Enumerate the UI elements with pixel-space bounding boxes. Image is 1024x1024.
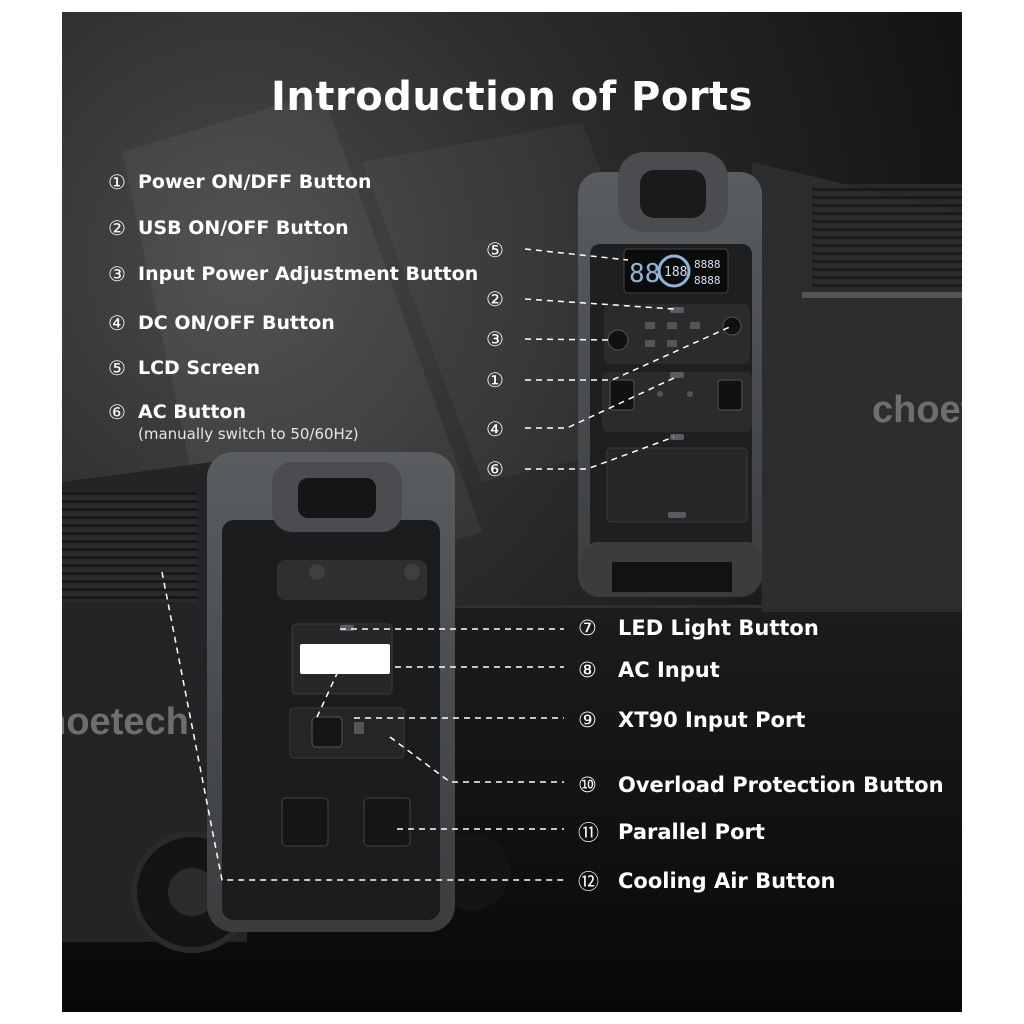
lcd-digits-right-bottom: 8888 bbox=[694, 274, 721, 287]
marker-input-power: ③ bbox=[486, 327, 504, 351]
brand-logo-front: choetech bbox=[872, 389, 962, 431]
front-device: choetech 88 188 8888 8888 bbox=[578, 152, 962, 612]
back-device: choetech bbox=[62, 452, 510, 953]
platform-edge bbox=[62, 605, 962, 608]
lcd-digits-left: 88 bbox=[629, 259, 660, 289]
marker-dc: ④ bbox=[486, 417, 504, 441]
lcd-digits-ring: 188 bbox=[664, 265, 687, 280]
marker-lcd: ⑤ bbox=[486, 238, 504, 262]
page-title: Introduction of Ports bbox=[271, 74, 753, 120]
legend-item-ac-note: (manually switch to 50/60Hz) bbox=[138, 425, 359, 443]
product-scene: choetech 88 188 8888 8888 bbox=[62, 92, 962, 1012]
leader-lines-front bbox=[524, 248, 733, 470]
leader-lines-back bbox=[161, 571, 564, 881]
marker-power: ① bbox=[486, 368, 504, 392]
led-light-panel bbox=[300, 644, 390, 674]
marker-ac: ⑥ bbox=[486, 457, 504, 481]
product-panel: choetech 88 188 8888 8888 bbox=[62, 12, 962, 1012]
marker-usb: ② bbox=[486, 287, 504, 311]
lcd-digits-right-top: 8888 bbox=[694, 258, 721, 271]
brand-logo-side: choetech bbox=[62, 701, 189, 743]
